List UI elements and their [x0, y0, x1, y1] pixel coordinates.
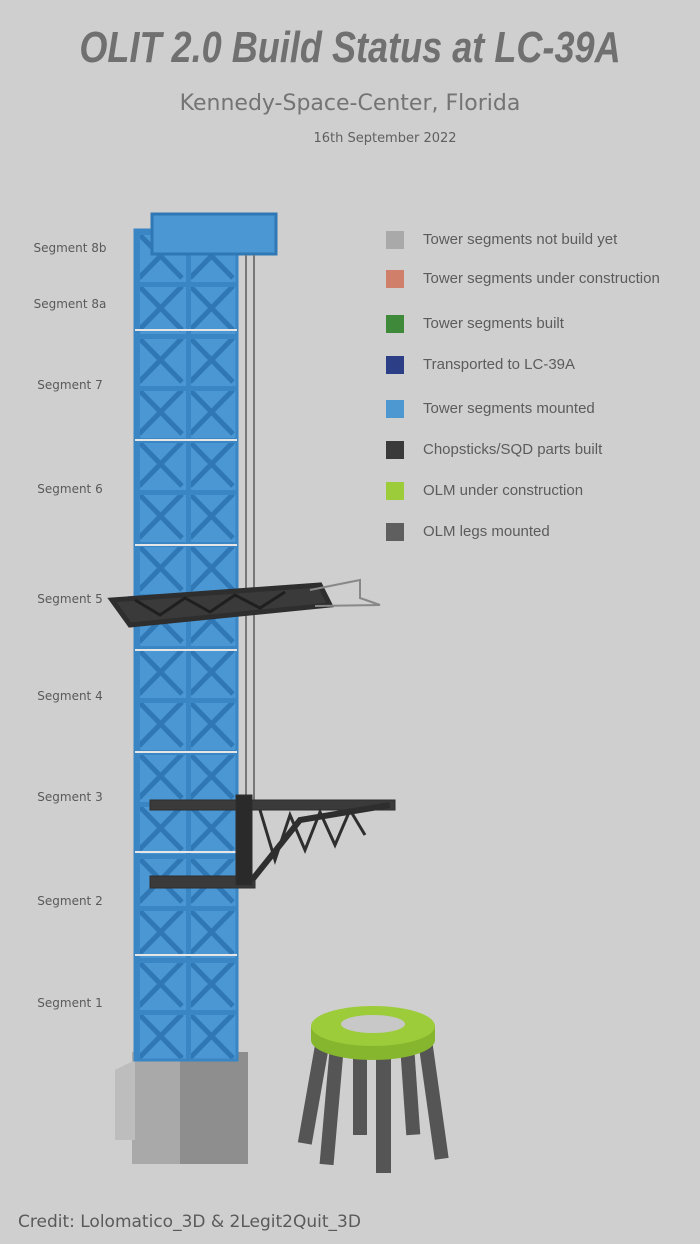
- segment-label: Segment 7: [37, 378, 103, 392]
- segment-label: Segment 5: [37, 592, 103, 606]
- legend-item: Chopsticks/SQD parts built: [386, 441, 602, 459]
- segment-label: Segment 2: [37, 894, 103, 908]
- segment-label: Segment 4: [37, 689, 103, 703]
- tower-base: [115, 1052, 248, 1164]
- page-subtitle: Kennedy-Space-Center, Florida: [179, 91, 521, 116]
- date-label: 16th September 2022: [313, 131, 457, 146]
- legend-swatch: [386, 231, 404, 249]
- legend-label: Tower segments built: [423, 315, 564, 332]
- olm-ring: [311, 1006, 435, 1060]
- legend-item: OLM under construction: [386, 482, 583, 500]
- legend-item: Tower segments built: [386, 315, 564, 333]
- legend-label: Chopsticks/SQD parts built: [423, 441, 603, 458]
- chopsticks: [149, 794, 396, 889]
- page-title: OLIT 2.0 Build Status at LC-39A: [79, 23, 621, 72]
- legend-label: Tower segments mounted: [423, 400, 595, 417]
- legend-swatch: [386, 400, 404, 418]
- quick-disconnect-arm: [107, 578, 381, 628]
- legend-item: OLM legs mounted: [386, 523, 550, 541]
- segment-label: Segment 8a: [33, 297, 107, 311]
- segment-label: Segment 6: [37, 482, 103, 496]
- legend-swatch: [386, 523, 404, 541]
- legend-swatch: [386, 356, 404, 374]
- legend-label: Transported to LC-39A: [423, 356, 576, 373]
- olm-legs: [297, 1038, 449, 1173]
- orbital-launch-mount: [297, 1006, 449, 1173]
- segment-label: Segment 3: [37, 790, 103, 804]
- legend-item: Tower segments mounted: [386, 400, 595, 418]
- legend-item: Transported to LC-39A: [386, 356, 575, 374]
- legend-swatch: [386, 441, 404, 459]
- legend-label: OLM legs mounted: [423, 523, 550, 540]
- legend-swatch: [386, 270, 404, 288]
- credit-text: Credit: Lolomatico_3D & 2Legit2Quit_3D: [18, 1212, 361, 1232]
- legend-label: Tower segments under construction: [423, 270, 660, 287]
- legend-label: OLM under construction: [423, 482, 584, 499]
- legend-item: Tower segments under construction: [386, 270, 660, 288]
- tower-body: [133, 212, 278, 1062]
- legend-swatch: [386, 315, 404, 333]
- legend-label: Tower segments not build yet: [423, 231, 618, 248]
- legend-item: Tower segments not build yet: [386, 231, 617, 249]
- segment-label: Segment 8b: [33, 241, 107, 255]
- legend-swatch: [386, 482, 404, 500]
- segment-label: Segment 1: [37, 996, 103, 1010]
